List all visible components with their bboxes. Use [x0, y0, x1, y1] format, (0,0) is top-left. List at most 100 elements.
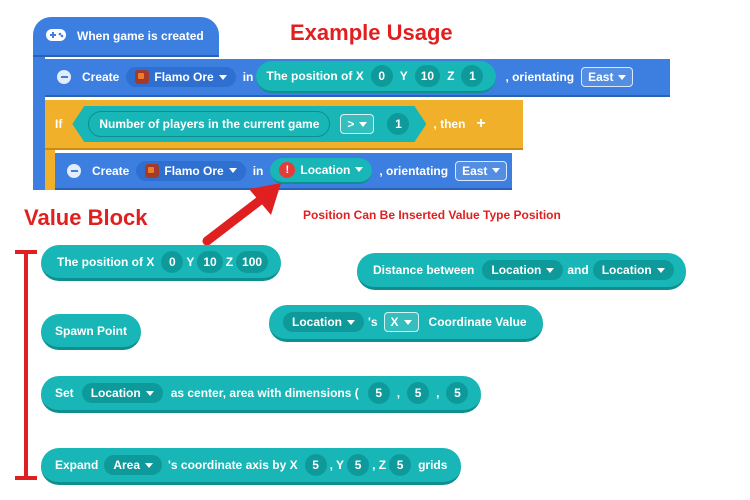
warning-icon: ! [279, 161, 296, 178]
chevron-down-icon [403, 319, 412, 325]
compare-value-input[interactable]: 1 [387, 113, 409, 135]
location-b-label: Location [601, 263, 652, 277]
y-label: Y [186, 254, 195, 269]
axis-dropdown[interactable]: X [383, 312, 419, 332]
distance-value-block[interactable]: Distance between Location and Location [357, 253, 686, 290]
y-input[interactable]: 5 [347, 454, 370, 476]
gamepad-icon [45, 27, 67, 46]
direction-label: East [588, 70, 614, 84]
player-count-label: Number of players in the current game [99, 117, 320, 131]
x-input[interactable]: 0 [370, 65, 393, 87]
dim-b-input[interactable]: 5 [407, 382, 430, 404]
ore-dropdown[interactable]: Flamo Ore [136, 160, 246, 181]
create-block-2[interactable]: Create Flamo Ore in ! Location , orienta… [55, 153, 512, 190]
script-body-strip [33, 57, 45, 190]
location-a-dropdown[interactable]: Location [482, 260, 564, 280]
position-label: The position of X [57, 254, 155, 269]
location-label: Location [292, 315, 342, 329]
area-value-block[interactable]: Set Location as center, area with dimens… [41, 376, 482, 413]
event-label: When game is created [77, 29, 204, 43]
location-dropdown[interactable]: Location [81, 383, 163, 403]
separator: , [396, 386, 401, 400]
chevron-down-icon [218, 74, 227, 80]
dim-a-input[interactable]: 5 [367, 382, 390, 404]
event-block[interactable]: When game is created [33, 17, 219, 57]
y-input[interactable]: 10 [197, 250, 223, 273]
spawn-point-label: Spawn Point [55, 323, 127, 338]
chevron-down-icon [618, 74, 627, 80]
area-label: Area [113, 458, 141, 472]
in-label: in [242, 70, 254, 84]
orientating-label: , orientating [505, 70, 575, 84]
ore-dropdown[interactable]: Flamo Ore [126, 67, 236, 87]
position-label: The position of X [266, 69, 364, 83]
operator-dropdown[interactable]: > [340, 114, 374, 134]
chevron-down-icon [546, 267, 555, 273]
chevron-down-icon [359, 122, 367, 127]
area-dimensions-label: as center, area with dimensions ( [170, 386, 359, 400]
collapse-icon[interactable] [57, 70, 71, 84]
condition-slot[interactable]: Number of players in the current game > … [72, 106, 426, 142]
y-label: , Y [329, 458, 345, 472]
coordinate-value-label: Coordinate Value [428, 315, 527, 329]
location-label: Location [90, 386, 141, 400]
player-count-block[interactable]: Number of players in the current game [88, 111, 330, 137]
expand-value-block[interactable]: Expand Area 's coordinate axis by X 5 , … [41, 448, 462, 485]
location-label: Location [300, 162, 351, 177]
and-label: and [567, 263, 589, 277]
coordinate-value-block[interactable]: Location 's X Coordinate Value [269, 305, 543, 342]
chevron-down-icon [656, 267, 665, 273]
collapse-icon[interactable] [67, 163, 81, 178]
y-label: Y [399, 69, 408, 83]
chevron-down-icon [492, 168, 501, 173]
chevron-down-icon [355, 167, 364, 172]
axis-label: X [390, 315, 399, 329]
z-input[interactable]: 5 [389, 454, 412, 476]
chevron-down-icon [228, 168, 237, 173]
distance-label: Distance between [373, 263, 475, 277]
operator-label: > [347, 117, 355, 131]
dim-c-input[interactable]: 5 [446, 382, 469, 404]
location-b-dropdown[interactable]: Location [592, 260, 674, 280]
annotation-text: Position Can Be Inserted Value Type Posi… [303, 208, 561, 222]
ore-icon [145, 163, 160, 178]
chevron-down-icon [145, 462, 154, 468]
position-value-block[interactable]: The position of X 0 Y 10 Z 100 [41, 245, 282, 281]
create-label: Create [92, 163, 130, 178]
area-dropdown[interactable]: Area [104, 455, 163, 475]
z-label: Z [225, 254, 234, 269]
z-input[interactable]: 1 [461, 65, 484, 87]
grids-label: grids [418, 458, 448, 472]
add-icon[interactable]: + [476, 115, 486, 132]
y-input[interactable]: 10 [414, 65, 441, 87]
expand-label: Expand [55, 458, 99, 472]
in-label: in [252, 163, 264, 178]
value-block-bracket [15, 250, 37, 480]
if-body-strip [45, 150, 55, 190]
chevron-down-icon [347, 319, 355, 325]
orientating-label: , orientating [379, 163, 449, 178]
example-usage-heading: Example Usage [290, 20, 453, 45]
x-input[interactable]: 0 [161, 250, 184, 273]
spawn-point-block[interactable]: Spawn Point [41, 314, 141, 350]
location-dropdown[interactable]: Location [283, 312, 364, 332]
direction-dropdown[interactable]: East [455, 160, 508, 181]
location-slot[interactable]: ! Location [270, 157, 373, 184]
direction-dropdown[interactable]: East [581, 67, 634, 87]
position-value-slot[interactable]: The position of X 0 Y 10 Z 1 [256, 61, 497, 93]
create-label: Create [82, 70, 120, 84]
set-label: Set [55, 386, 74, 400]
ore-icon [135, 70, 150, 84]
if-label: If [55, 117, 63, 131]
chevron-down-icon [145, 390, 154, 396]
location-a-label: Location [491, 263, 542, 277]
z-input[interactable]: 100 [236, 250, 269, 273]
x-input[interactable]: 5 [304, 454, 327, 476]
create-block-1[interactable]: Create Flamo Ore in The position of X 0 … [45, 59, 670, 97]
z-label: Z [447, 69, 455, 83]
possessive-label: 's [368, 315, 378, 329]
then-label: , then [433, 117, 466, 131]
if-block[interactable]: If Number of players in the current game… [45, 100, 523, 150]
pointer-arrow-icon [202, 183, 281, 246]
axis-by-label: 's coordinate axis by X [168, 458, 298, 472]
